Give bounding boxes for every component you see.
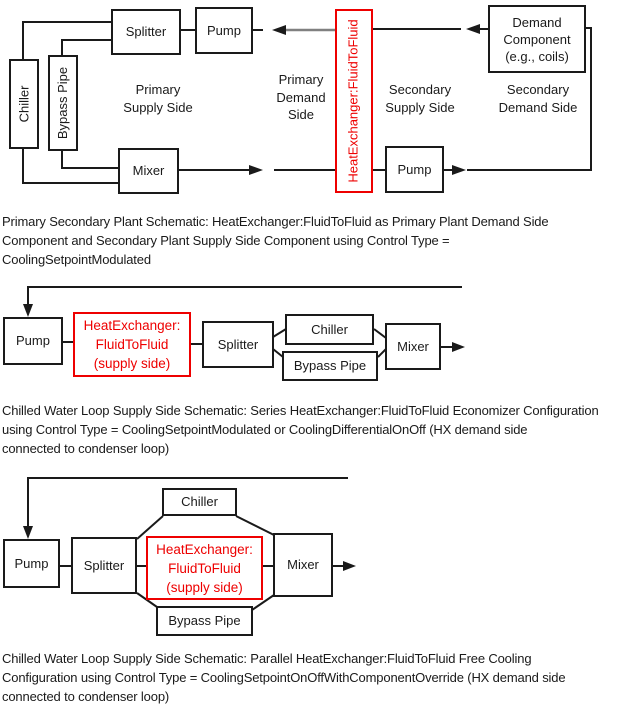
chiller-box-primary: Chiller	[9, 59, 39, 149]
heat-exchanger-box-d3: HeatExchanger: FluidToFluid (supply side…	[146, 536, 263, 600]
pump-label: Pump	[14, 555, 49, 571]
label-line: Secondary	[388, 82, 452, 97]
caption-line: Chilled Water Loop Supply Side Schematic…	[2, 403, 599, 418]
hx-line: FluidToFluid	[168, 560, 241, 576]
label-line: Demand Side	[498, 99, 578, 115]
splitter-box-primary: Splitter	[111, 9, 181, 55]
pump-label: Pump	[207, 22, 241, 38]
pump-box-secondary: Pump	[385, 146, 444, 193]
flow-arrow-left-icon	[466, 24, 480, 34]
diagram3-connectors	[23, 477, 356, 611]
flow-arrow-left-icon	[272, 25, 286, 35]
chiller-label: Chiller	[16, 85, 31, 123]
hx-line: (supply side)	[166, 579, 243, 595]
pump-box-primary: Pump	[195, 7, 253, 54]
splitter-label: Splitter	[83, 557, 125, 573]
bypass-pipe-box-d3: Bypass Pipe	[156, 606, 253, 636]
mixer-label: Mixer	[287, 557, 319, 572]
chiller-label: Chiller	[181, 494, 218, 509]
mixer-box-d3: Mixer	[273, 533, 333, 597]
caption-line: Configuration using Control Type = Cooli…	[2, 670, 566, 685]
caption-line: Primary Secondary Plant Schematic: HeatE…	[2, 214, 549, 229]
label-line: Side	[287, 107, 315, 122]
chiller-box-d3: Chiller	[162, 488, 237, 516]
caption-diagram3: Chilled Water Loop Supply Side Schematic…	[2, 649, 629, 706]
flow-arrow-down-icon	[23, 526, 33, 539]
chiller-label: Chiller	[311, 321, 348, 337]
hx-line: HeatExchanger:	[83, 318, 181, 333]
pump-box-d2: Pump	[3, 317, 63, 365]
heat-exchanger-label: HeatExchanger: FluidToFluid (supply side…	[84, 316, 181, 373]
splitter-label: Splitter	[125, 24, 167, 39]
hx-line: HeatExchanger:	[156, 541, 253, 557]
secondary-demand-side-label: Secondary Demand Side	[486, 81, 590, 116]
primary-demand-side-label: Primary Demand Side	[265, 71, 337, 124]
caption-line: connected to condenser loop)	[2, 441, 170, 456]
flow-arrow-right-icon	[249, 165, 263, 175]
diagram1-connectors	[22, 21, 592, 184]
demand-component-box: Demand Component (e.g., coils)	[488, 5, 586, 73]
primary-supply-side-label: Primary Supply Side	[106, 81, 210, 116]
secondary-supply-side-label: Secondary Supply Side	[368, 81, 472, 116]
bypass-pipe-label: Bypass Pipe	[293, 358, 367, 373]
caption-diagram1: Primary Secondary Plant Schematic: HeatE…	[2, 212, 629, 269]
splitter-label: Splitter	[217, 336, 259, 352]
bypass-pipe-label: Bypass Pipe	[168, 613, 241, 628]
pump-label: Pump	[397, 161, 432, 177]
label-line: Demand	[276, 89, 326, 105]
label-line: Primary	[278, 72, 324, 87]
bypass-pipe-box-d2: Bypass Pipe	[282, 351, 378, 381]
mixer-box-d2: Mixer	[385, 323, 441, 370]
pump-box-d3: Pump	[3, 539, 60, 588]
splitter-box-d3: Splitter	[71, 537, 137, 594]
heat-exchanger-box-d1: HeatExchanger:FluidToFluid	[335, 9, 373, 193]
label-line: Supply Side	[385, 99, 455, 115]
hx-line: FluidToFluid	[95, 337, 169, 352]
pump-label: Pump	[16, 333, 50, 348]
caption-line: Component and Secondary Plant Supply Sid…	[2, 233, 450, 248]
flow-arrow-right-icon	[452, 342, 465, 352]
bypass-pipe-label: Bypass Pipe	[55, 66, 71, 140]
heat-exchanger-label: HeatExchanger: FluidToFluid (supply side…	[156, 540, 253, 597]
caption-diagram2: Chilled Water Loop Supply Side Schematic…	[2, 401, 629, 458]
demand-component-label: Demand Component (e.g., coils)	[503, 14, 571, 64]
flow-arrow-right-icon	[452, 165, 466, 175]
mixer-box-primary: Mixer	[118, 148, 179, 194]
chiller-box-d2: Chiller	[285, 314, 374, 345]
splitter-box-d2: Splitter	[202, 321, 274, 368]
hx-line: (supply side)	[93, 356, 171, 371]
heat-exchanger-label: HeatExchanger:FluidToFluid	[346, 19, 361, 183]
caption-line: Chilled Water Loop Supply Side Schematic…	[2, 651, 532, 666]
bypass-pipe-box-primary: Bypass Pipe	[48, 55, 78, 151]
caption-line: connected to condenser loop)	[2, 689, 170, 704]
heat-exchanger-box-d2: HeatExchanger: FluidToFluid (supply side…	[73, 312, 191, 377]
caption-line: using Control Type = CoolingSetpointModu…	[2, 422, 528, 437]
label-line: Supply Side	[123, 99, 193, 115]
flow-arrow-right-icon	[343, 561, 356, 571]
label-line: Secondary	[506, 82, 570, 97]
caption-line: CoolingSetpointModulated	[2, 252, 151, 267]
mixer-label: Mixer	[132, 163, 165, 178]
diagram2-connectors	[23, 286, 465, 358]
flow-arrow-down-icon	[23, 304, 33, 317]
label-line: Primary	[135, 82, 181, 97]
mixer-label: Mixer	[397, 338, 429, 354]
